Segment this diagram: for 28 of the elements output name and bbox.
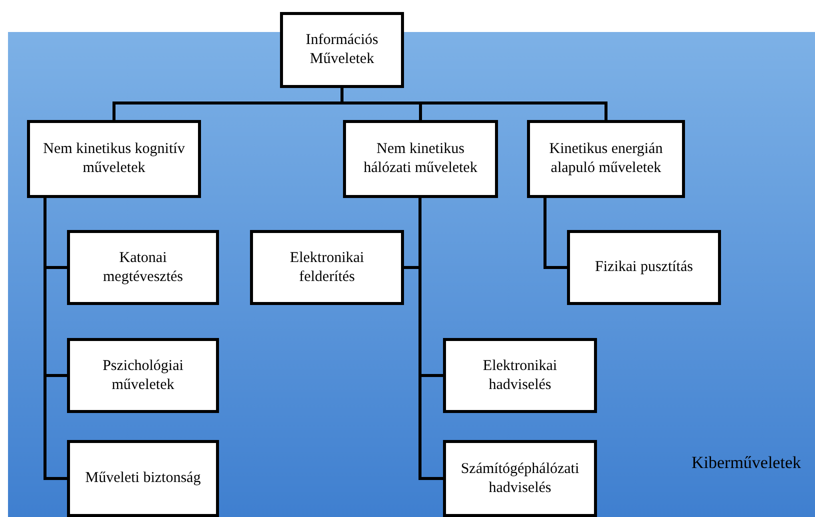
box-label: Fizikai pusztítás: [595, 258, 693, 277]
background-panel: [8, 32, 815, 517]
process-box: [343, 120, 498, 198]
box-label: Pszichológiai műveletek: [102, 356, 184, 394]
box-label: Elektronikai felderítés: [288, 248, 366, 286]
box-label: Nem kinetikus kognitív műveletek: [42, 140, 186, 178]
box-label: Műveleti biztonság: [85, 469, 201, 488]
box-label: Információs Műveletek: [304, 31, 380, 69]
box-label: Kinetikus energián alapuló műveletek: [548, 140, 664, 178]
process-box: [27, 120, 201, 198]
process-box: [443, 338, 597, 413]
process-box: [67, 440, 219, 517]
box-label: Katonai megtévesztés: [102, 248, 184, 286]
process-box: [280, 12, 404, 88]
process-box: [527, 120, 685, 198]
process-box: [567, 230, 721, 305]
box-label: Nem kinetikus hálózati műveletek: [362, 140, 478, 178]
process-box: [67, 230, 219, 305]
panel-label: Kiberműveletek: [691, 452, 801, 474]
box-label: Számítógéphálózati hadviselés: [460, 460, 580, 498]
box-label: Elektronikai hadviselés: [482, 356, 558, 394]
connector-line: [340, 88, 608, 120]
connector-line: [418, 198, 443, 480]
connector-line: [44, 198, 67, 480]
connector-line: [544, 198, 567, 269]
process-box: [250, 230, 404, 305]
process-box: [67, 338, 219, 413]
process-box: [443, 440, 597, 517]
